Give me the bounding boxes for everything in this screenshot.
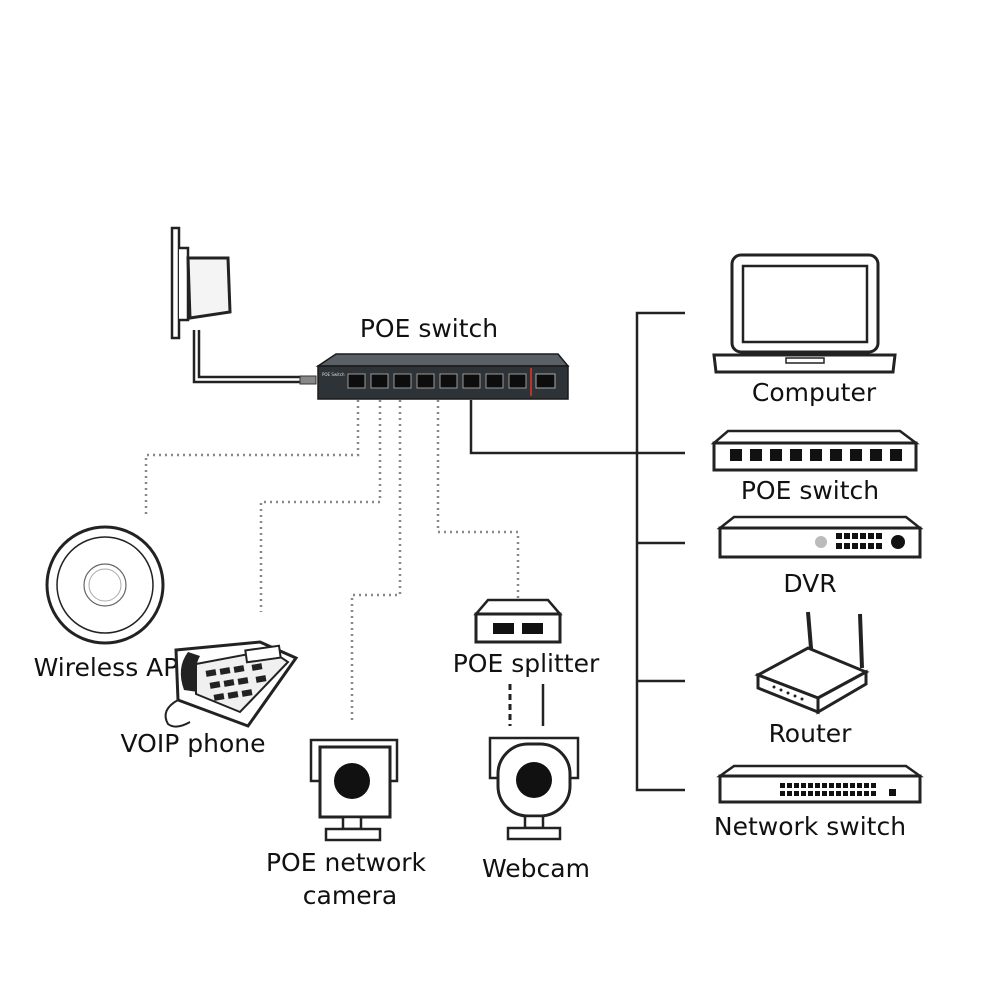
uplink-port-accent — [530, 368, 532, 396]
wireless-ap-icon — [45, 525, 165, 645]
laptop-icon — [712, 253, 897, 374]
switch-port — [416, 373, 435, 389]
switch-port — [850, 449, 862, 461]
dotted-cable-wireless-ap — [144, 400, 360, 515]
poe-switch-label: POE switch — [741, 476, 879, 505]
poe-splitter-label: POE splitter — [453, 649, 600, 678]
dvr-label: DVR — [783, 569, 836, 598]
switch-port — [508, 373, 527, 389]
router-icon — [754, 611, 870, 715]
switch-port — [750, 449, 762, 461]
network-switch-icon — [716, 764, 924, 804]
voip-phone-icon — [164, 640, 299, 728]
poe-switch-ports — [730, 449, 902, 461]
switch-port — [830, 449, 842, 461]
dotted-cable-poe-camera — [350, 400, 402, 722]
main-poe-switch: POE Switch — [315, 353, 570, 400]
main-switch-badge: POE Switch — [322, 372, 345, 377]
switch-port — [870, 449, 882, 461]
switch-port — [462, 373, 481, 389]
switch-port — [347, 373, 366, 389]
switch-port — [790, 449, 802, 461]
dotted-cable-poe-splitter — [436, 400, 520, 600]
network-switch-ports — [780, 783, 896, 796]
wireless-ap-label: Wireless AP — [34, 653, 179, 682]
poe-camera-icon — [309, 738, 399, 842]
poe-camera-label-line2: camera — [303, 881, 397, 910]
voip-phone-label: VOIP phone — [121, 729, 266, 758]
switch-port — [890, 449, 902, 461]
switch-port — [810, 449, 822, 461]
splitter-webcam-cables — [508, 684, 545, 726]
switch-port — [370, 373, 389, 389]
poe-splitter-icon — [473, 598, 563, 644]
bus-line — [469, 311, 685, 792]
dvr-icon — [716, 515, 924, 559]
switch-port — [393, 373, 412, 389]
uplink-port — [535, 373, 556, 389]
computer-label: Computer — [752, 378, 877, 407]
webcam-icon — [488, 736, 580, 841]
switch-port — [485, 373, 504, 389]
wall-adapter-cable — [192, 330, 317, 385]
wall-power-adapter — [170, 226, 232, 340]
dvr-ports — [836, 533, 882, 549]
switch-port — [439, 373, 458, 389]
router-label: Router — [769, 719, 853, 748]
dotted-cable-voip-phone — [259, 400, 382, 612]
webcam-label: Webcam — [482, 854, 590, 883]
switch-port — [770, 449, 782, 461]
switch-port — [730, 449, 742, 461]
poe-camera-label-line1: POE network — [266, 848, 427, 877]
network-switch-label: Network switch — [714, 812, 906, 841]
phone-keypad — [205, 663, 267, 701]
main-switch-ports — [347, 373, 527, 389]
main-switch-label: POE switch — [360, 314, 498, 343]
poe-switch-icon — [710, 429, 920, 472]
